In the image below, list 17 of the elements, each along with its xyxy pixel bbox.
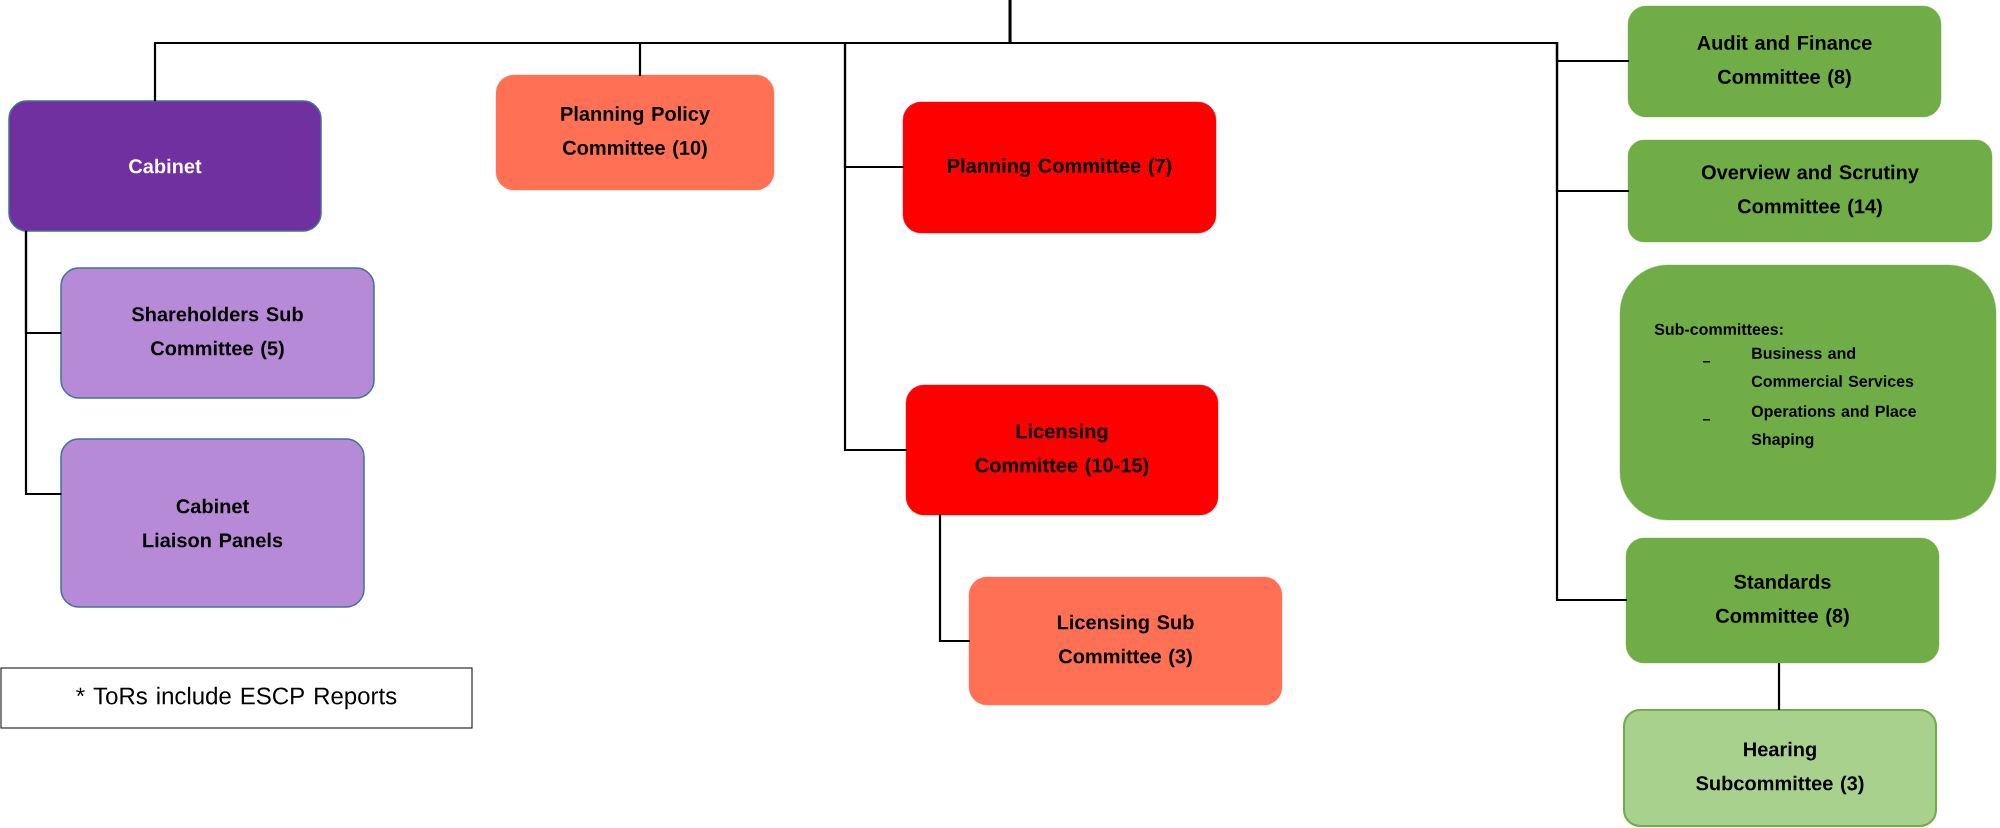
connector-line [1008, 0, 1627, 602]
connector-line [24, 230, 62, 496]
committee-box: Shareholders Sub Committee (5) [60, 267, 375, 399]
committee-box: Hearing Subcommittee (3) [1623, 709, 1937, 827]
committee-box: Audit and Finance Committee (8) [1627, 5, 1942, 118]
committee-box: Standards Committee (8) [1625, 537, 1940, 664]
committee-box: Planning Policy Committee (10) [495, 74, 775, 191]
committee-box: Sub-committees: Business and Commercial Services Operations and Place Shaping [1619, 264, 1997, 521]
committee-box: Overview and Scrutiny Committee (14) [1627, 139, 1993, 243]
note-box: * ToRs include ESCP Reports [0, 667, 473, 729]
committee-box: Planning Committee (7) [902, 101, 1217, 234]
committee-box: Cabinet Liaison Panels [60, 438, 365, 608]
connector-line [1777, 661, 1781, 711]
committee-box: Cabinet [8, 100, 322, 232]
committee-box: Licensing Sub Committee (3) [968, 576, 1283, 706]
committee-box: Licensing Committee (10-15) [905, 384, 1219, 516]
connector-line [938, 514, 970, 643]
